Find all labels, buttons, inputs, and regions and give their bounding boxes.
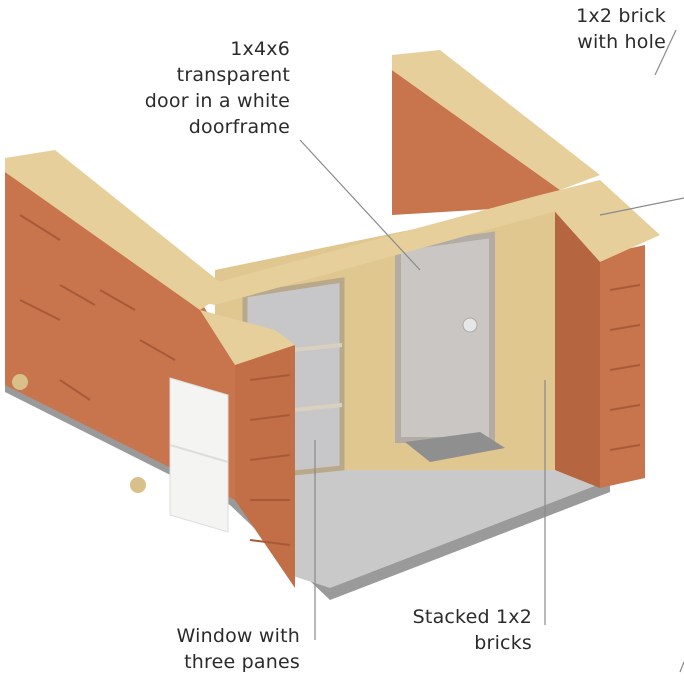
brick-hole-left (12, 374, 28, 390)
label-line: three panes (184, 651, 300, 673)
label-window: Window with three panes (130, 623, 300, 675)
right-wall (555, 205, 600, 488)
label-line: bricks (474, 632, 532, 654)
transparent-door (395, 231, 495, 443)
right-back-wall (392, 70, 560, 215)
door-knob (462, 317, 478, 333)
right-back-wall-top (392, 50, 600, 190)
label-door: 1x4x6 transparent door in a white doorfr… (130, 36, 290, 140)
brick-hole-front (130, 477, 146, 493)
base-plate (5, 380, 610, 600)
back-wall-top (170, 195, 560, 305)
label-line: 1x2 brick (576, 5, 666, 27)
label-line: Stacked 1x2 (412, 606, 532, 628)
front-wall (235, 345, 295, 588)
label-line: with hole (577, 31, 666, 53)
front-wall-top (200, 310, 295, 365)
label-line: 1x4x6 (230, 38, 290, 60)
door-step (405, 432, 505, 462)
label-line: Window with (176, 625, 300, 647)
label-line: doorframe (188, 116, 290, 138)
leader-lines (299, 29, 684, 673)
left-wall-top (5, 150, 230, 310)
white-panels (169, 377, 229, 533)
label-line: transparent (176, 64, 290, 86)
right-wall-top (540, 180, 660, 262)
label-stacked-bricks: Stacked 1x2 bricks (370, 604, 532, 656)
right-wall-front (600, 245, 645, 488)
brick-grooves (19, 214, 641, 546)
floor-tiles (290, 440, 600, 588)
label-line: door in a white (144, 90, 290, 112)
label-brick-with-hole: 1x2 brick with hole (576, 3, 666, 55)
